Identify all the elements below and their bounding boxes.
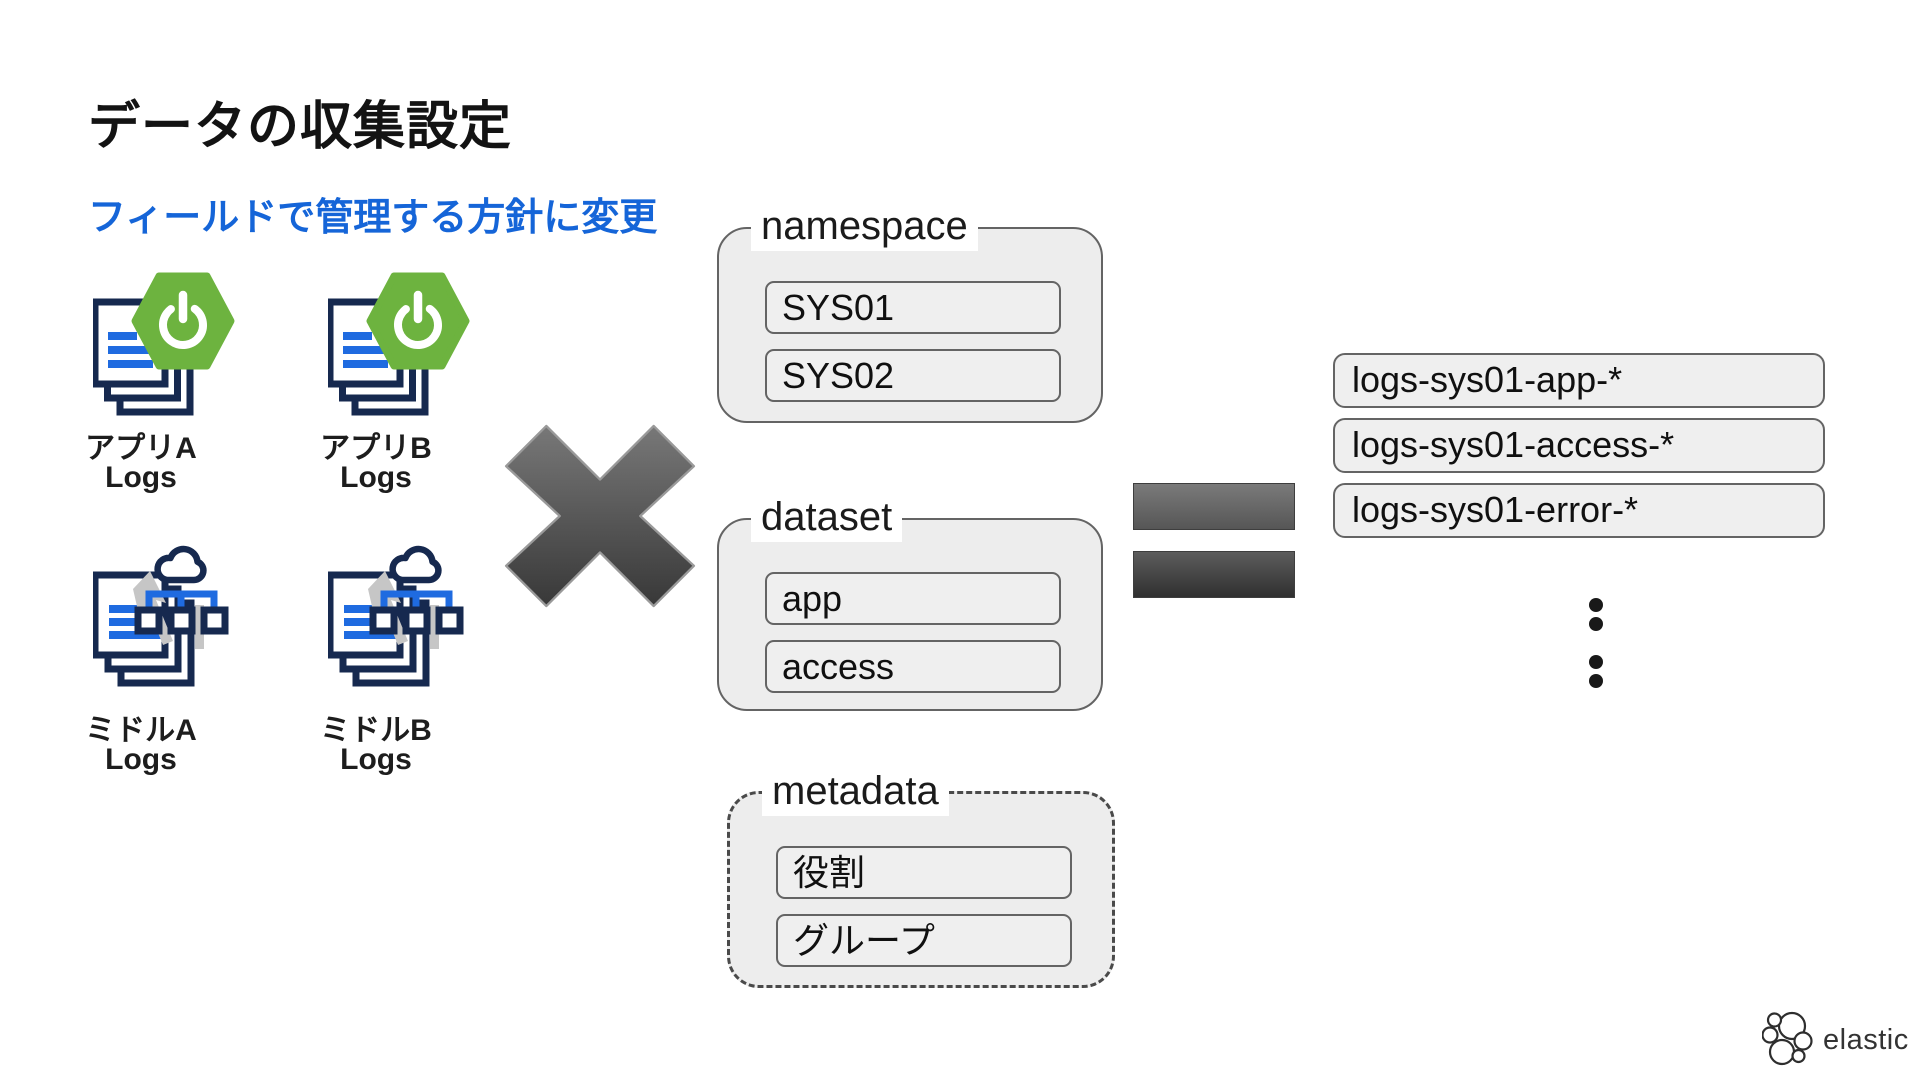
source-label: アプリB	[320, 432, 432, 465]
group-title: dataset	[751, 492, 903, 542]
spring-boot-logs-icon	[328, 272, 470, 416]
group-item: access	[765, 640, 1061, 693]
group-item: SYS02	[765, 349, 1061, 402]
spring-boot-logs-icon	[93, 272, 235, 416]
group-item: SYS01	[765, 281, 1061, 334]
source-label: ミドルB	[320, 714, 432, 747]
result-index-pattern: logs-sys01-app-*	[1333, 353, 1825, 408]
group-item: グループ	[776, 914, 1072, 967]
ellipsis-dot	[1589, 617, 1603, 631]
result-index-pattern: logs-sys01-error-*	[1333, 483, 1825, 538]
middleware-logs-icon	[93, 545, 229, 687]
result-index-pattern: logs-sys01-access-*	[1333, 418, 1825, 473]
slide-subtitle: フィールドで管理する方針に変更	[88, 197, 658, 239]
source-label: アプリA	[85, 432, 197, 465]
source-sublabel: Logs	[340, 743, 412, 776]
equals-icon	[1133, 483, 1295, 530]
source-app-b: アプリB Logs	[320, 272, 504, 512]
brand-name: elastic	[1823, 1023, 1909, 1056]
source-sublabel: Logs	[340, 461, 412, 494]
group-title: namespace	[751, 201, 978, 251]
group-title: metadata	[762, 766, 949, 816]
elastic-cluster-icon	[1762, 1011, 1813, 1066]
group-metadata: metadata 役割 グループ	[727, 766, 1115, 988]
brand-logo: elastic	[1762, 1010, 1909, 1070]
source-mid-a: ミドルA Logs	[85, 543, 269, 783]
group-item: 役割	[776, 846, 1072, 899]
multiply-icon	[504, 424, 696, 608]
source-sublabel: Logs	[105, 743, 177, 776]
ellipsis-dot	[1589, 674, 1603, 688]
group-dataset: dataset app access	[717, 492, 1103, 711]
equals-icon	[1133, 551, 1295, 598]
ellipsis-dot	[1589, 655, 1603, 669]
page-title: データの収集設定	[88, 98, 513, 156]
ellipsis-dot	[1589, 598, 1603, 612]
middleware-logs-icon	[328, 545, 464, 687]
group-namespace: namespace SYS01 SYS02	[717, 201, 1103, 423]
source-sublabel: Logs	[105, 461, 177, 494]
source-app-a: アプリA Logs	[85, 272, 269, 512]
source-label: ミドルA	[85, 714, 197, 747]
group-item: app	[765, 572, 1061, 625]
source-mid-b: ミドルB Logs	[320, 543, 504, 783]
